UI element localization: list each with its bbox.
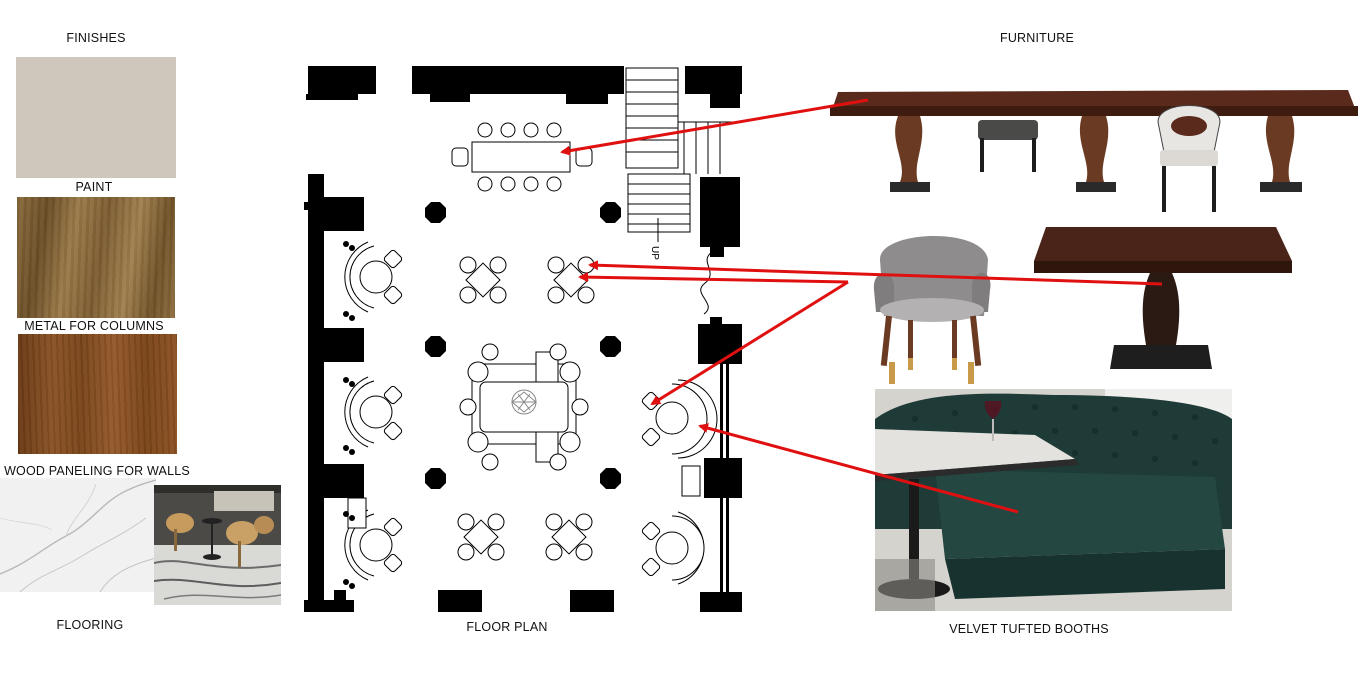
metal-label: METAL FOR COLUMNS bbox=[24, 319, 164, 333]
booths-label: VELVET TUFTED BOOTHS bbox=[949, 622, 1109, 636]
paint-label: PAINT bbox=[75, 180, 113, 194]
velvet-booth-photo bbox=[875, 389, 1232, 611]
dining-table-drawing bbox=[830, 90, 1358, 212]
flooring-scene bbox=[154, 485, 281, 605]
finishes-heading: FINISHES bbox=[66, 31, 126, 45]
armchair-drawing bbox=[873, 235, 991, 384]
paint-swatch bbox=[16, 57, 176, 178]
wood-label: WOOD PANELING FOR WALLS bbox=[4, 464, 190, 478]
floor-plan-drawing: UP bbox=[300, 62, 745, 615]
velvet-booth-drawing bbox=[875, 389, 1232, 611]
square-table-photo bbox=[1032, 225, 1294, 371]
floor-plan-svg: UP bbox=[304, 66, 742, 612]
dining-table-photo bbox=[828, 82, 1360, 214]
marble-swatch bbox=[0, 478, 157, 593]
furniture-heading: FURNITURE bbox=[999, 31, 1075, 45]
flooring-label: FLOORING bbox=[56, 618, 124, 632]
wood-swatch bbox=[18, 334, 177, 454]
flooring-photo bbox=[154, 485, 281, 605]
metal-swatch bbox=[17, 197, 175, 318]
square-table-drawing bbox=[1034, 227, 1292, 369]
stair-up-text: UP bbox=[649, 246, 660, 260]
floor-plan-label: FLOOR PLAN bbox=[466, 620, 548, 634]
marble-veins bbox=[0, 479, 157, 593]
armchair-photo bbox=[872, 220, 992, 390]
